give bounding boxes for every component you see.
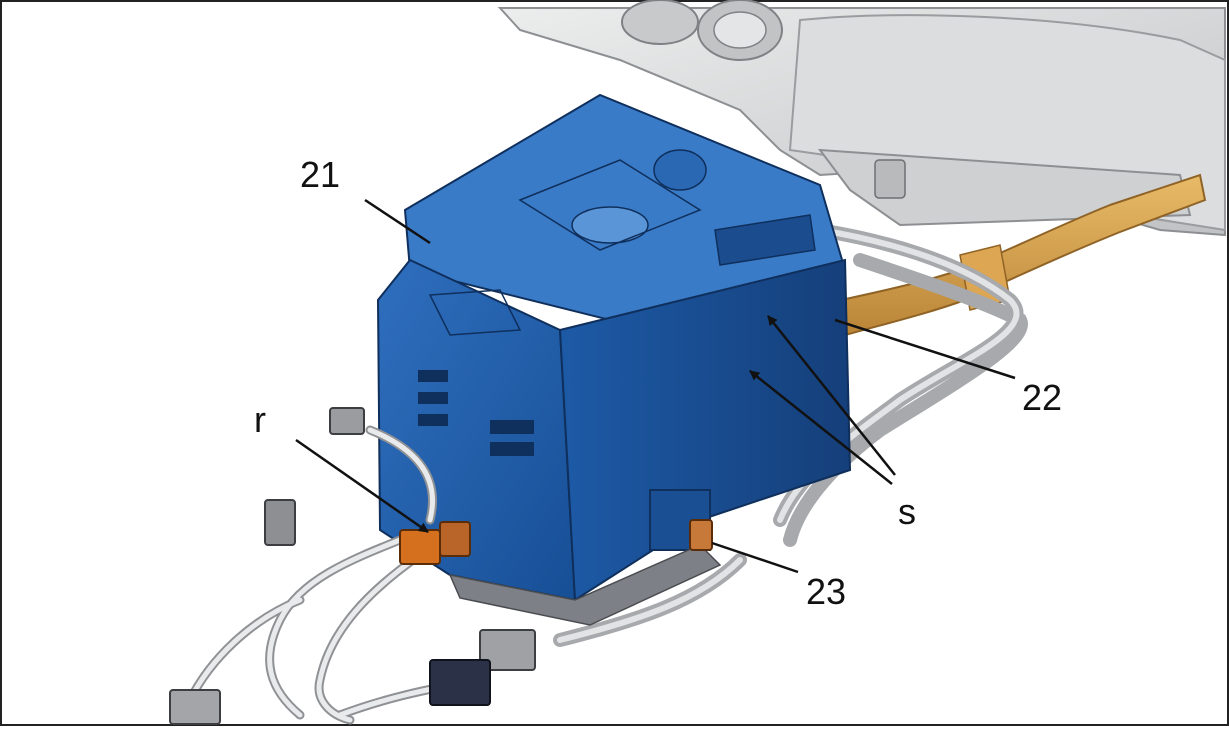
label-22: 22 xyxy=(1022,377,1062,418)
dashboard-console xyxy=(497,0,1226,237)
arrow-r xyxy=(295,438,429,534)
leader-21 xyxy=(364,198,431,245)
callout-leaders xyxy=(295,198,1016,574)
arrow-s-lower xyxy=(749,370,893,485)
leader-22 xyxy=(834,318,1016,380)
wiring-harness xyxy=(185,425,485,725)
heater-module-21 xyxy=(376,93,852,626)
label-21: 21 xyxy=(300,154,340,195)
arrow-s-upper xyxy=(767,315,896,476)
label-23: 23 xyxy=(806,571,846,612)
connectors xyxy=(169,407,713,725)
label-r: r xyxy=(254,399,266,440)
leader-23 xyxy=(711,541,799,574)
label-s: s xyxy=(898,491,916,532)
